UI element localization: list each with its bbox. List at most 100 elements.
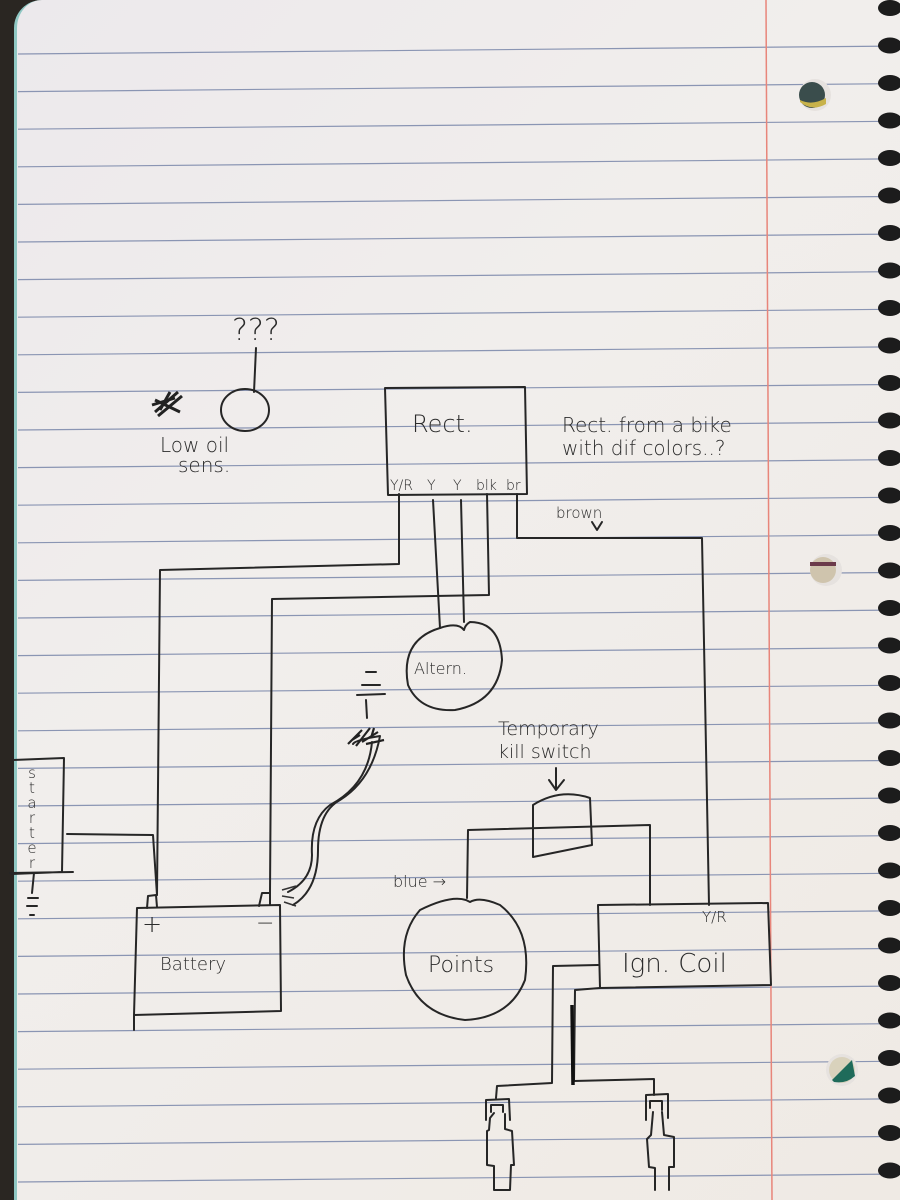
spiral-coil	[878, 862, 900, 879]
rectifier-label: Rect.	[412, 410, 473, 438]
rule-line	[17, 1023, 900, 1033]
low-oil-sensor-label-2: sens.	[178, 453, 230, 477]
spiral-coil	[878, 975, 900, 991]
rectifier-note-2: with dif colors..?	[562, 436, 725, 460]
blk-wire	[269, 493, 490, 894]
spiral-coil	[878, 75, 900, 91]
rect-pin-blk: blk	[476, 478, 497, 494]
battery: + − Battery	[133, 892, 282, 1031]
spiral-coil	[878, 37, 900, 54]
rule-line	[17, 271, 900, 281]
blue-wire-label: blue →	[393, 872, 446, 891]
spiral-binding	[878, 0, 900, 1179]
starter-wire	[66, 833, 158, 896]
yr-wire	[156, 493, 400, 896]
spiral-coil	[878, 525, 900, 541]
spiral-coil	[878, 1087, 900, 1104]
rectifier-note: Rect. from a bike	[562, 413, 732, 437]
ground-symbol	[356, 671, 386, 719]
spiral-coil	[878, 337, 900, 354]
battery-negative-terminal	[258, 892, 271, 907]
spiral-coil	[878, 187, 900, 204]
kill-switch-label: Temporary	[498, 718, 599, 740]
rect-pin-y1: Y	[427, 478, 436, 494]
spiral-coil	[878, 825, 900, 841]
margin-line	[765, 0, 773, 1200]
spiral-coil	[878, 937, 900, 954]
spiral-coil	[878, 787, 900, 804]
spiral-coil	[878, 487, 900, 504]
spiral-coil	[878, 1162, 900, 1179]
spiral-coil	[878, 637, 900, 654]
kill-switch-wire	[466, 824, 651, 906]
spiral-coil	[878, 112, 900, 129]
rule-line	[17, 759, 900, 769]
rule-line	[17, 534, 900, 544]
rect-pin-y2: Y	[453, 478, 462, 494]
rule-line	[17, 722, 900, 732]
rule-line	[17, 947, 900, 957]
starter-letter: a	[27, 794, 36, 812]
starter-letter: r	[29, 854, 36, 872]
spiral-coil	[878, 262, 900, 279]
starter-letter: t	[29, 824, 35, 842]
rule-line	[17, 872, 900, 882]
spiral-coil	[878, 225, 900, 241]
spiral-coil	[878, 450, 900, 466]
spiral-coil	[878, 562, 900, 579]
spark-plug	[645, 1093, 675, 1191]
spiral-coil	[878, 412, 900, 429]
spiral-coil	[878, 750, 900, 766]
y-wire-2	[460, 499, 465, 623]
rule-line	[17, 1135, 900, 1145]
battery-positive-terminal	[146, 894, 158, 909]
kill-switch	[532, 793, 593, 858]
ignition-coil: Y/R Ign. Coil	[597, 902, 772, 989]
ruled-lines	[17, 45, 900, 1183]
spiral-coil	[878, 1050, 900, 1066]
arrow-down-icon	[548, 767, 565, 791]
rule-line	[17, 985, 900, 995]
rule-line	[17, 45, 900, 55]
coil-pin-yr: Y/R	[702, 908, 727, 926]
frayed-wire-bundle	[281, 727, 385, 907]
rule-line	[17, 158, 900, 168]
spiral-coil	[878, 900, 900, 916]
ground-symbol	[26, 872, 39, 916]
spiral-coil	[878, 150, 900, 166]
plug-lead-2	[573, 987, 655, 1096]
starter-letter: r	[29, 809, 36, 827]
y-wire-1	[432, 499, 441, 629]
binder-holes	[799, 79, 858, 1086]
brown-wire-label: brown	[556, 504, 602, 522]
low-oil-sensor: ??? Low oil sens.	[151, 313, 280, 477]
spiral-coil	[878, 1125, 900, 1141]
rect-pin-yr: Y/R	[390, 478, 413, 494]
rule-line	[17, 1060, 900, 1070]
rule-line	[17, 308, 900, 318]
ign-coil-label: Ign. Coil	[622, 949, 727, 979]
rectifier: Rect. Y/R Y Y blk br	[384, 386, 528, 496]
battery-label: Battery	[160, 954, 226, 975]
spiral-coil	[878, 600, 900, 616]
binder-hole	[810, 557, 836, 583]
starter-letter: s	[28, 764, 36, 782]
rule-line	[17, 647, 900, 657]
low-oil-question-label: ???	[232, 313, 280, 348]
rule-line	[17, 609, 900, 619]
rule-line	[17, 459, 900, 469]
scribble-mark	[151, 390, 183, 418]
rule-line	[17, 233, 900, 243]
spiral-coil	[878, 300, 900, 316]
spiral-coil	[878, 1012, 900, 1029]
rule-line	[17, 346, 900, 356]
rule-line	[17, 797, 900, 807]
rule-line	[17, 195, 900, 205]
starter-letter: t	[29, 779, 35, 797]
alternator: Altern.	[405, 621, 503, 712]
rule-line	[17, 684, 900, 694]
alternator-label: Altern.	[414, 659, 467, 678]
